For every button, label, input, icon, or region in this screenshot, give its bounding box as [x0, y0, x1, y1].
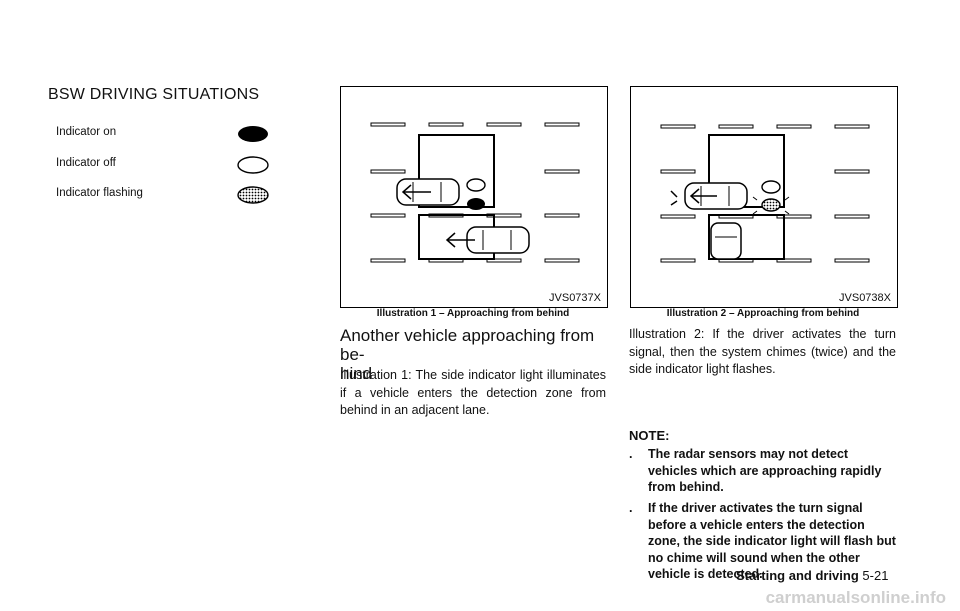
- note-label: NOTE:: [629, 428, 670, 443]
- section-title-line-2: hind: [340, 364, 373, 383]
- bullet-marker: .: [629, 501, 633, 515]
- legend-label-flashing: Indicator flashing: [56, 187, 143, 199]
- illustration-1-drawing: [370, 122, 580, 263]
- paragraph-2: Illustration 2: If the driver activates …: [629, 327, 896, 376]
- illustration-1-caption: Illustration 1 – Approaching from behind: [376, 308, 570, 319]
- illustration-2-code: JVS0738X: [839, 292, 891, 304]
- watermark-text: carmanualsonline.info: [765, 588, 946, 607]
- indicator-on-icon: [238, 126, 268, 142]
- bullet-marker: .: [629, 447, 633, 461]
- page-footer: Starting and driving 5-21: [736, 568, 888, 583]
- note-text: The radar sensors may not detect vehicle…: [648, 447, 882, 494]
- footer-section: Starting and driving: [736, 568, 859, 583]
- indicator-off-icon: [237, 156, 269, 174]
- illustration-1: JVS0737X: [340, 86, 608, 308]
- watermark: carmanualsonline.info: [0, 586, 960, 611]
- illustration-2-caption: Illustration 2 – Approaching from behind: [666, 308, 860, 319]
- illustration-2: JVS0738X: [630, 86, 898, 308]
- legend-label-off: Indicator off: [56, 157, 116, 169]
- illustration-1-code: JVS0737X: [549, 292, 601, 304]
- section-title: Another vehicle approaching from be- hin…: [340, 326, 610, 383]
- page-heading: BSW DRIVING SITUATIONS: [48, 86, 260, 103]
- legend-label-on: Indicator on: [56, 126, 117, 138]
- illustration-2-drawing: [660, 124, 870, 263]
- section-title-line-1: Another vehicle approaching from be-: [340, 326, 595, 364]
- note-text: If the driver activates the turn signal …: [648, 501, 896, 581]
- paragraph-1: Illustration 1: The side indicator light…: [340, 368, 606, 417]
- footer-page-number: 5-21: [862, 568, 889, 583]
- indicator-flashing-icon: [237, 186, 269, 204]
